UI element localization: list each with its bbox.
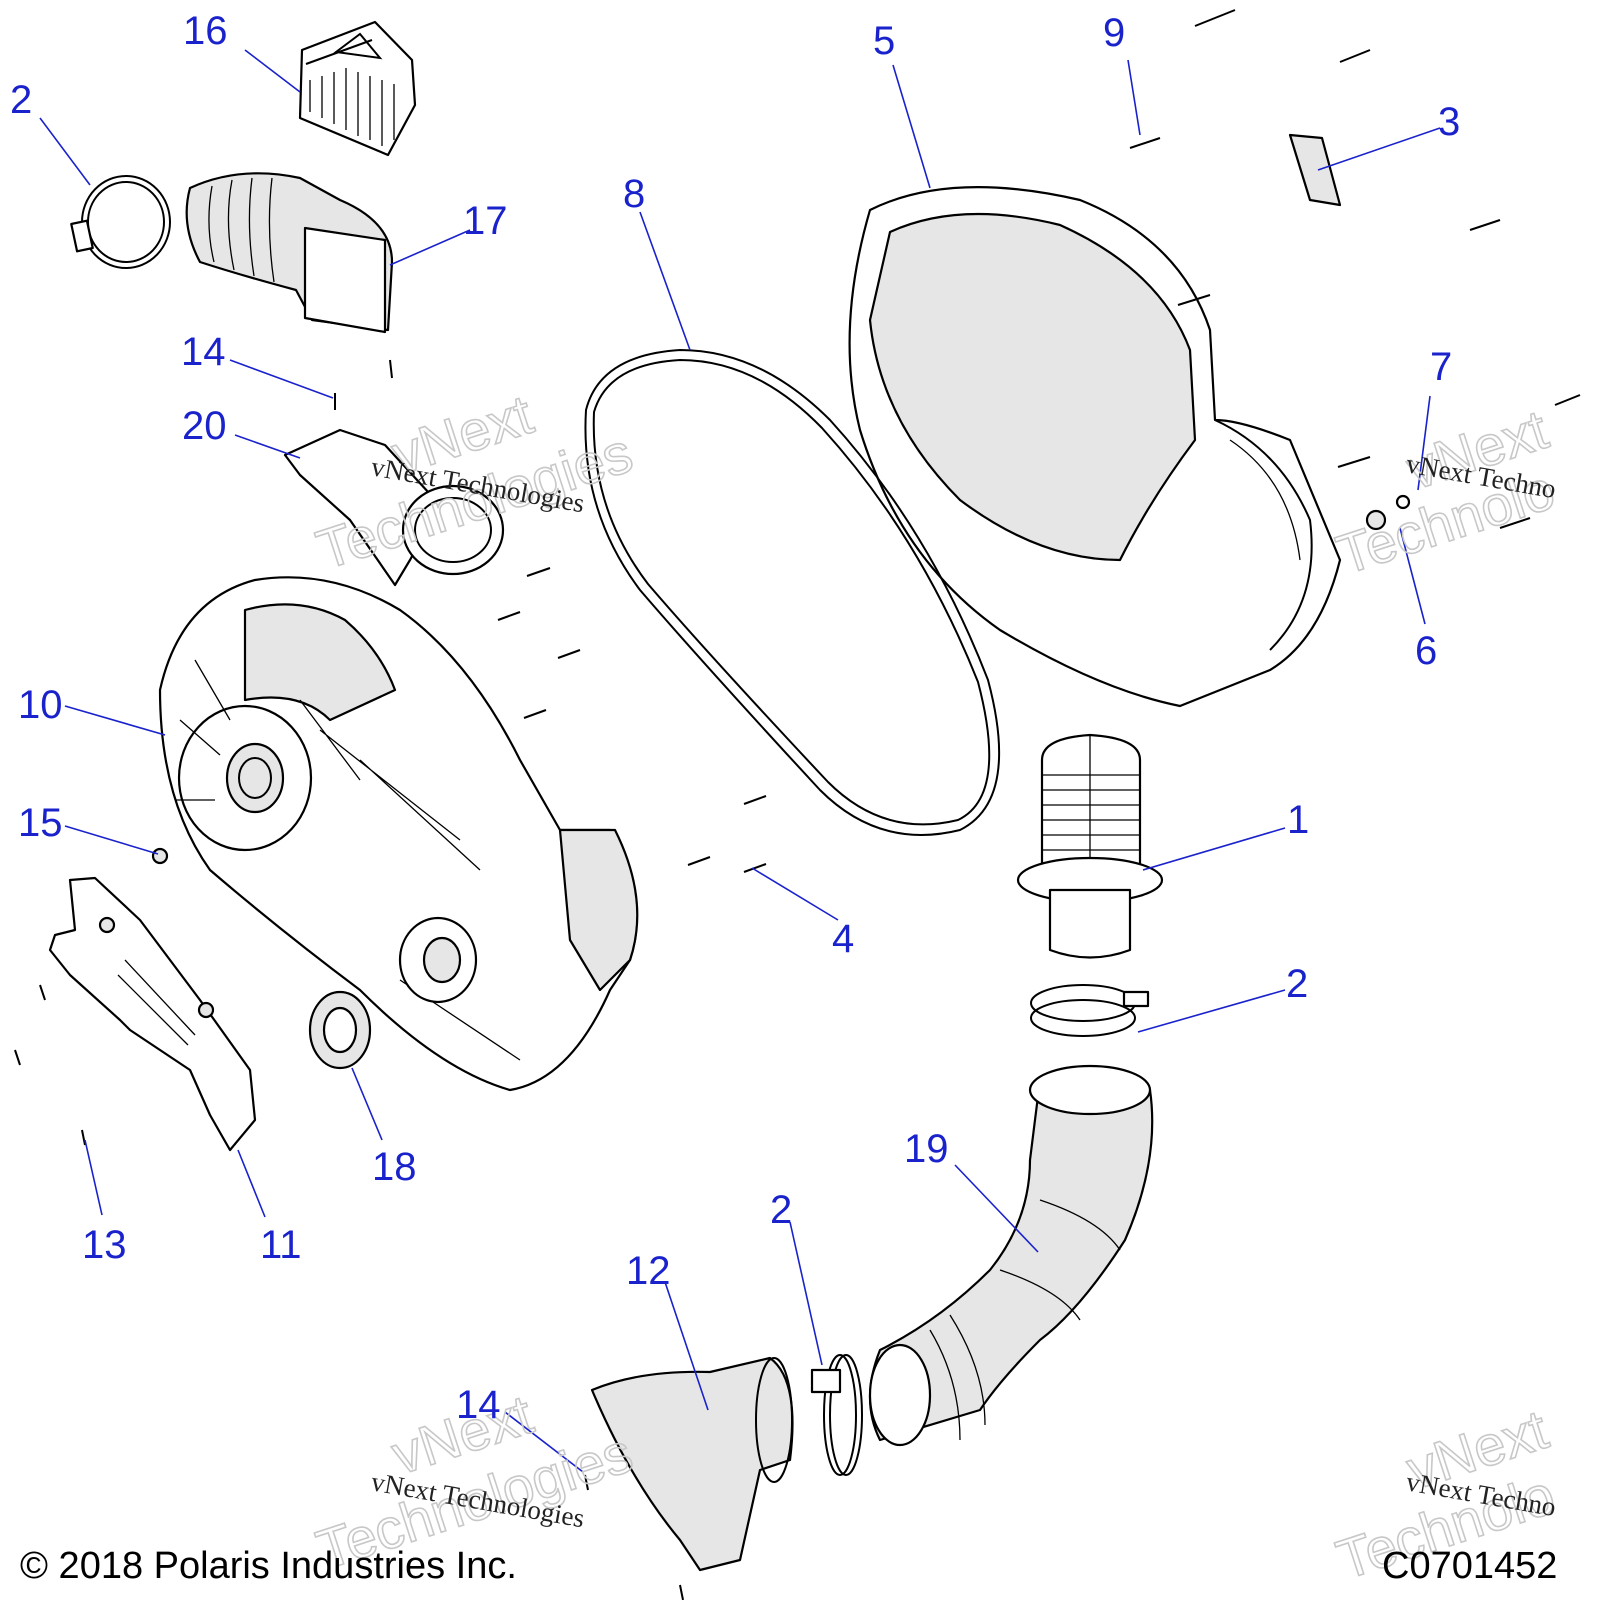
callout-14-bottom: 14 [456,1383,501,1427]
part-18-seal [308,990,372,1070]
callout-18: 18 [372,1145,417,1189]
callout-3: 3 [1438,100,1460,144]
part-16-vent-grille [298,20,417,157]
callout-9: 9 [1103,11,1125,55]
callout-13: 13 [82,1223,127,1267]
copyright-text: © 2018 Polaris Industries Inc. [20,1545,517,1587]
callout-19: 19 [904,1127,949,1171]
callout-15: 15 [18,801,63,845]
part-2-hose-clamp-lower [810,1354,863,1476]
callout-11: 11 [260,1223,302,1267]
leader-lines [39,49,1441,1473]
callout-16: 16 [183,9,228,53]
callout-4: 4 [832,917,854,961]
part-10-inner-clutch-cover [158,576,639,1092]
callout-7: 7 [1430,345,1452,389]
callout-8: 8 [623,172,645,216]
part-11-bracket [48,876,257,1152]
callout-20: 20 [182,404,227,448]
callout-2-middle: 2 [1286,962,1308,1006]
part-19-elbow-hose [868,1064,1154,1447]
fastener-group [14,9,1581,1600]
callout-6: 6 [1415,629,1437,673]
callout-10: 10 [18,683,63,727]
part-8-drive-belt [584,348,1001,836]
callout-numbers: 16 2 5 9 3 8 17 14 7 20 6 10 1 15 4 2 19… [10,9,1460,1427]
drawing-number: C0701452 [1382,1545,1557,1587]
callout-12: 12 [626,1249,671,1293]
callout-5: 5 [873,19,895,63]
part-3-decal [1288,133,1342,207]
callout-14-top: 14 [181,330,226,374]
part-1-filter-element [1016,733,1164,959]
callout-1: 1 [1287,798,1309,842]
part-5-outer-clutch-cover [848,186,1342,708]
part-17-intake-boot [185,172,394,334]
callout-2-top: 2 [10,78,32,122]
part-12-lower-duct [590,1356,794,1572]
callout-2-bottom: 2 [770,1188,792,1232]
part-2-hose-clamp-upper [70,175,171,269]
callout-17: 17 [463,199,508,243]
part-2-hose-clamp-middle [1030,984,1150,1037]
part-20-duct-adapter [283,428,505,587]
